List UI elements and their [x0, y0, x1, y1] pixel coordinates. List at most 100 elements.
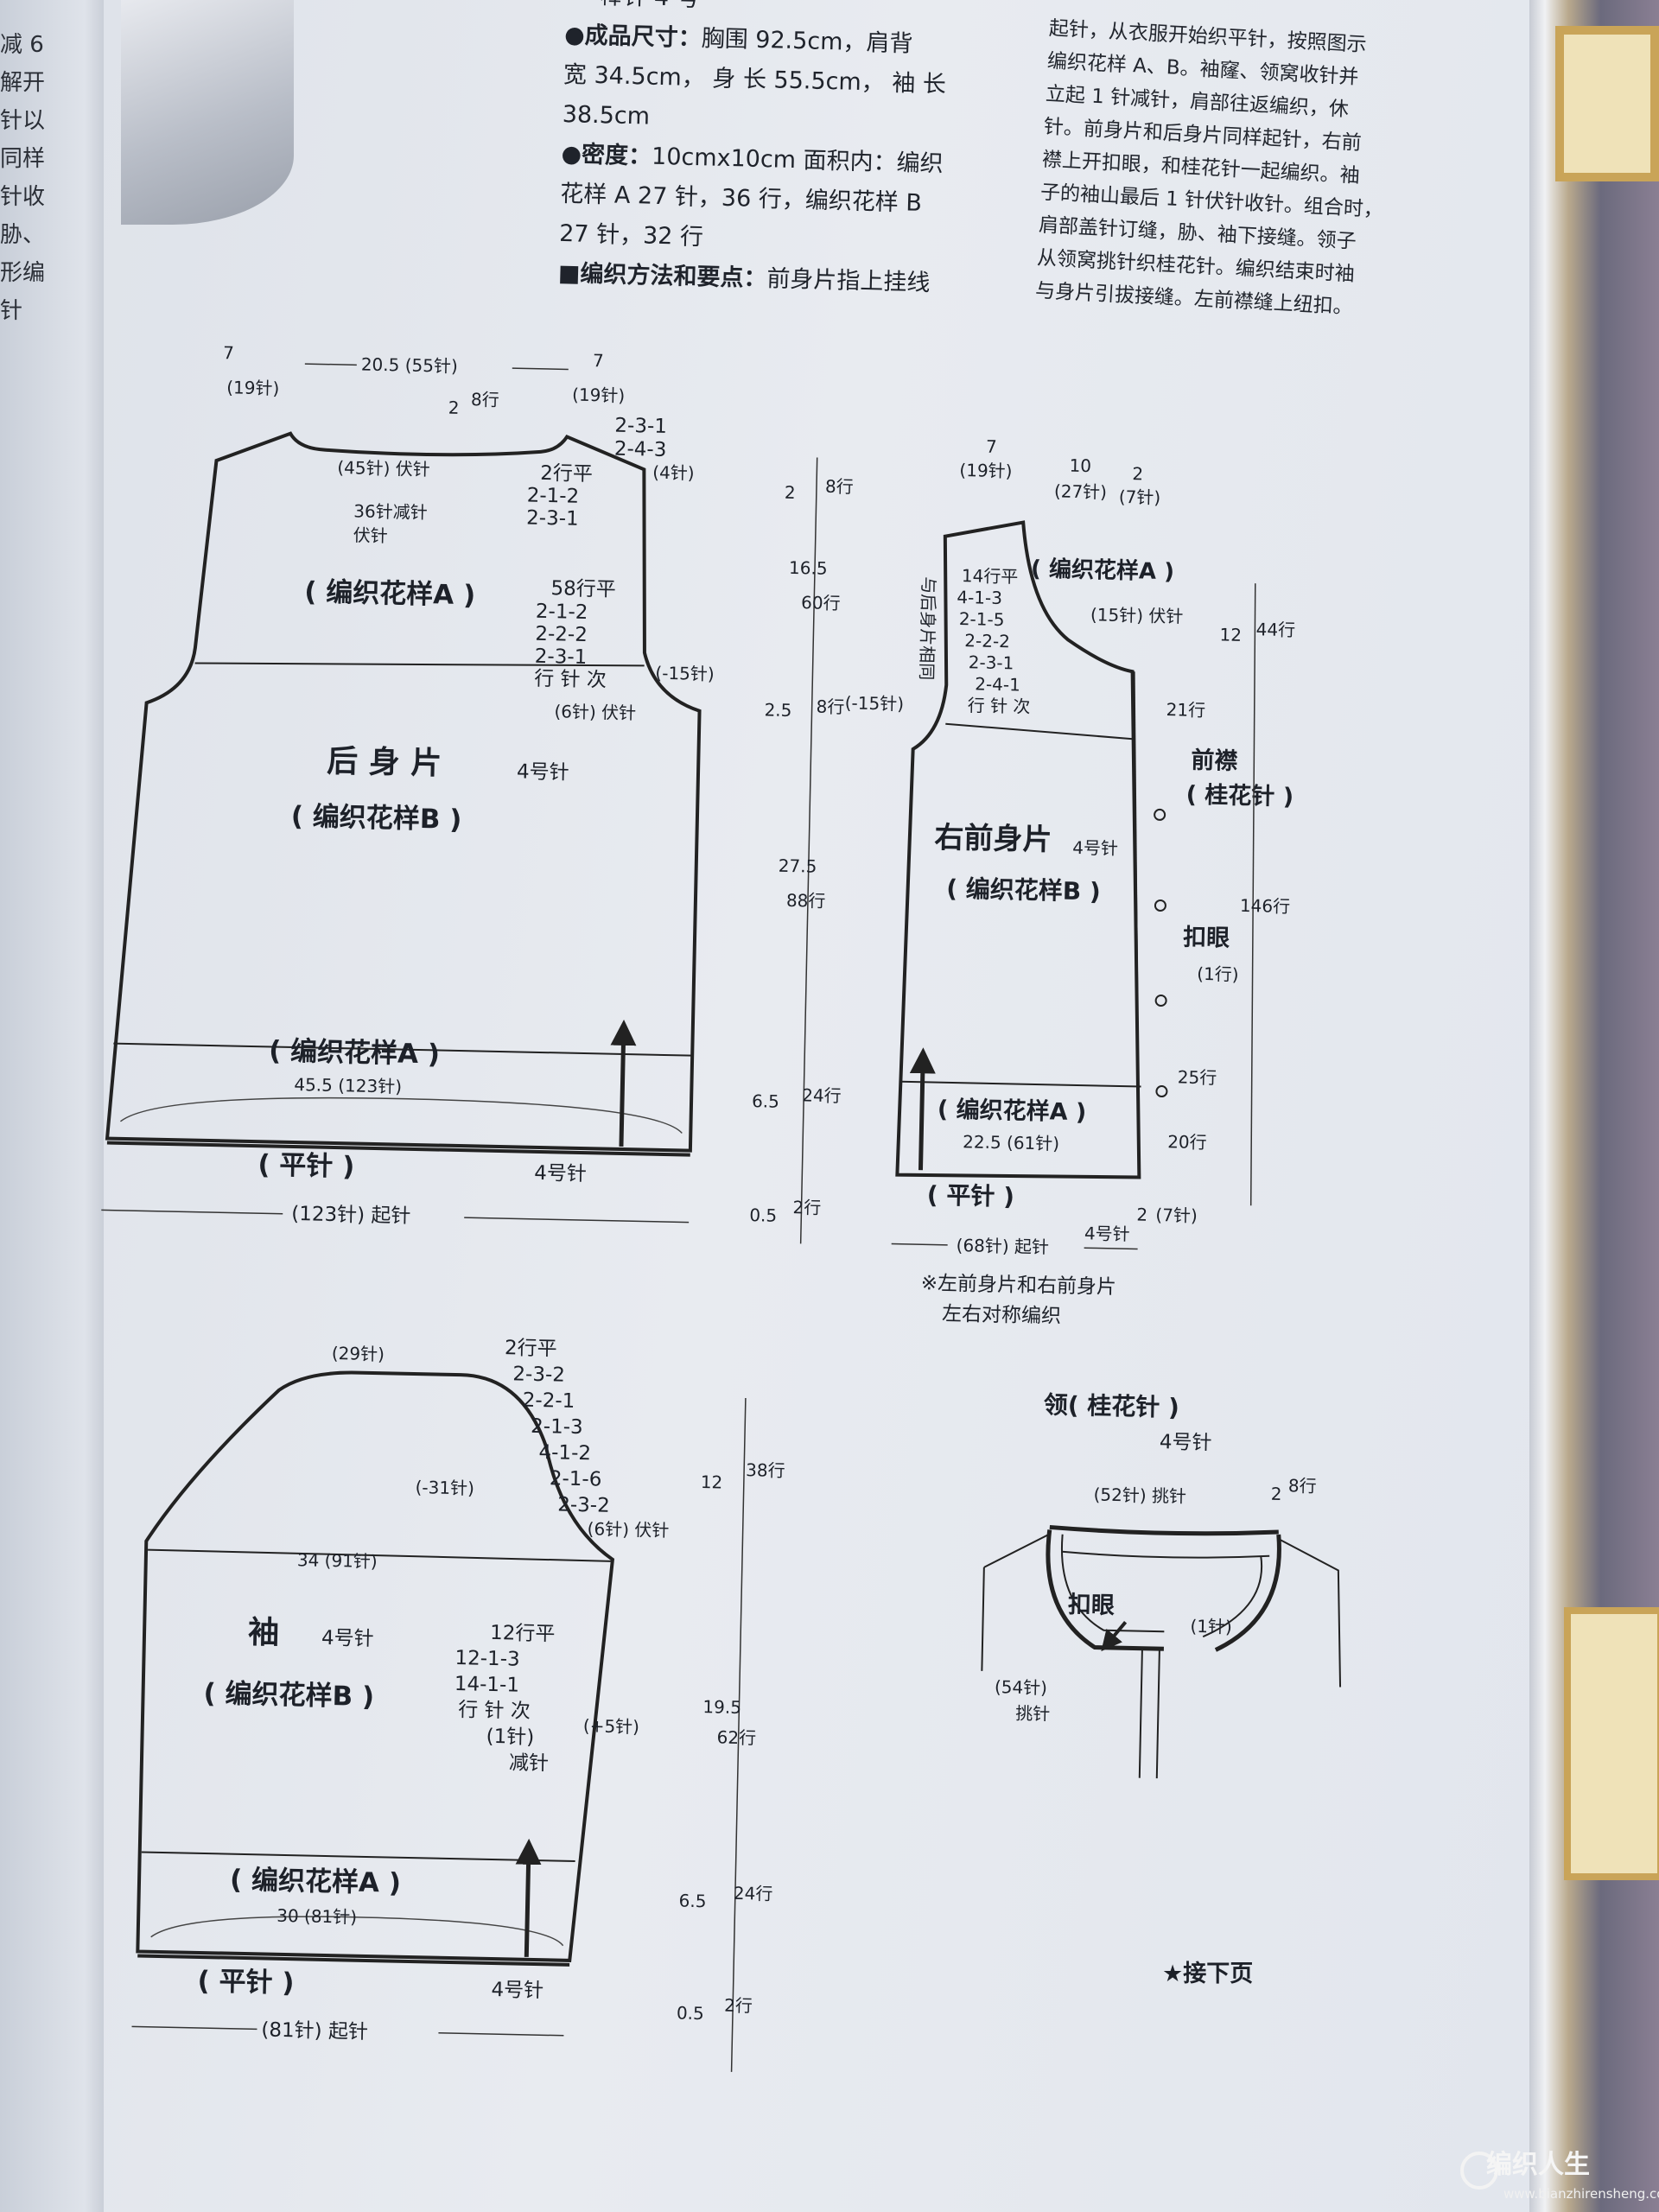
collar-buttonhole-arrow — [1101, 1621, 1128, 1652]
back-neck-width: 20.5 (55针) — [361, 353, 458, 376]
front-band-cm: 2 — [1136, 1204, 1147, 1224]
front-needle: 4号针 — [1072, 837, 1118, 859]
sleeve-body-rows: 62行 — [716, 1726, 756, 1748]
sleeve-width: 30 (81针) — [276, 1905, 357, 1928]
left-page-line: 形编 — [0, 260, 46, 286]
back-shoulder-seq-3: (4针) — [652, 462, 695, 484]
front-band-st: (7针) — [1155, 1205, 1198, 1226]
sleeve-cap-seq-4: 2-1-3 — [531, 1415, 583, 1439]
back-cast-dim-l — [101, 1209, 283, 1215]
sleeve-inc-seq-5: (1针) — [486, 1726, 534, 1749]
continue-next-page: ★接下页 — [1162, 1961, 1254, 1987]
front-shoulder-note: 与后身片相同 — [916, 576, 939, 680]
back-neck-depth: 2 — [448, 397, 460, 418]
sleeve-hem-needle: 4号针 — [491, 1979, 543, 2002]
collar-shoulder-l — [983, 1533, 1051, 1568]
back-arm-seq-5: 行 针 次 — [534, 668, 607, 692]
collar-pickup-front: (54针) — [995, 1676, 1048, 1698]
sleeve-cap-seq-2: 2-3-2 — [512, 1363, 565, 1386]
left-page-line: 减 6 — [0, 32, 44, 58]
collar-diagram: 领( 桂花针 ) 4号针 (52针) 挑针 2 8行 扣眼 (1针) (54针)… — [981, 1390, 1342, 1779]
collar-pickup-back: (52针) 挑针 — [1093, 1484, 1186, 1507]
sleeve-body-cm: 19.5 — [702, 1696, 741, 1718]
front-long-rows: 146行 — [1240, 895, 1291, 917]
left-page-line: 解开 — [0, 70, 46, 96]
sleeve-cap-seq-6: 2-1-6 — [550, 1467, 602, 1491]
front-vdim-line — [1249, 583, 1256, 1206]
back-neck-seq-3: 2-3-1 — [526, 507, 579, 531]
sleeve-cap-seq-5: 4-1-2 — [538, 1441, 591, 1465]
collar-band-r — [1214, 1534, 1281, 1652]
sleeve-hem-curve — [150, 1916, 564, 1947]
front-rib-line — [900, 1080, 1141, 1088]
left-page-line: 针以 — [0, 108, 46, 134]
collar-title: 领( 桂花针 ) — [1043, 1390, 1179, 1421]
sleeve-outline — [136, 1370, 615, 1962]
buttonhole-mark-3 — [1154, 995, 1167, 1007]
vdim-3-cm: 2.5 — [764, 699, 791, 721]
sleeve-inc-seq-6: 减针 — [509, 1751, 550, 1775]
vdim-6-cm: 0.5 — [749, 1205, 777, 1226]
front-neck-seq-6: 2-4-1 — [975, 673, 1020, 695]
front-neck-seq-4: 2-2-2 — [964, 630, 1010, 652]
front-edge: 2 — [1132, 463, 1143, 484]
watermark-text: 编织人生 — [1486, 2150, 1590, 2180]
back-neck-seq-2: 2-1-2 — [526, 485, 579, 508]
vdim-1-rows: 8行 — [825, 476, 854, 498]
back-cast-on-edge — [106, 1141, 690, 1157]
sleeve-hem-cm: 0.5 — [677, 2003, 704, 2024]
back-bind-off: 伏针 — [353, 524, 387, 546]
back-outline — [105, 431, 702, 1153]
sleeve-cap-seq-3: 2-2-1 — [523, 1389, 575, 1413]
vdim-1-cm: 2 — [785, 482, 796, 503]
sleeve-vdim-line — [730, 1398, 747, 2072]
back-bind-center: (45针) 伏针 — [337, 457, 430, 480]
left-page-line: 胁、 — [0, 222, 46, 248]
back-direction-arrow — [610, 1019, 637, 1147]
vdim-3-rows: 8行 — [816, 696, 844, 718]
vdim-4-cm: 27.5 — [779, 855, 817, 877]
watermark-logo-icon — [1460, 2152, 1498, 2190]
back-rib-line — [113, 1042, 693, 1057]
back-shoulder-seq-2: 2-4-3 — [614, 438, 667, 461]
back-arm-seq-4: 2-3-1 — [535, 645, 588, 669]
back-neck-rows: 8行 — [471, 389, 499, 410]
front-neck-seq-5: 2-3-1 — [969, 652, 1014, 673]
back-shoulder-l-cm: 7 — [223, 342, 234, 363]
vdim-3-note: (-15针) — [845, 692, 905, 714]
sleeve-cap-line — [148, 1548, 611, 1562]
back-shoulder-l-st: (19针) — [226, 377, 280, 398]
left-page-line: 同样 — [0, 146, 46, 172]
front-band-seq-2: 25行 — [1178, 1066, 1217, 1088]
sleeve-cap-seq-1: 2行平 — [505, 1337, 557, 1360]
collar-needle: 4号针 — [1160, 1431, 1212, 1454]
back-shoulder-seq-1: 2-3-1 — [614, 415, 667, 438]
sleeve-inc-seq-1: 12行平 — [490, 1622, 556, 1646]
magazine-edge-strip — [1529, 0, 1659, 2212]
sleeve-inc-seq-4: 行 针 次 — [458, 1699, 531, 1723]
front-outline — [895, 520, 1141, 1179]
sleeve-hem-rows: 2行 — [724, 1995, 753, 2017]
vdim-2-rows: 60行 — [801, 592, 841, 613]
collar-band-l — [1046, 1529, 1164, 1651]
front-sh-st: (19针) — [959, 460, 1013, 481]
sleeve-rib-line — [141, 1851, 575, 1863]
watermark-url: www.bianzhirensheng.com — [1503, 2186, 1659, 2202]
back-shoulder-r-st: (19针) — [572, 385, 626, 406]
collar-band-r-inner — [1202, 1555, 1263, 1638]
gold-ornament-lower — [1564, 1607, 1659, 1880]
collar-side-l — [981, 1567, 985, 1671]
sleeve-cast-dim-l — [131, 2025, 257, 2031]
collar-placket-r — [1155, 1649, 1160, 1779]
collar-band-back — [1049, 1524, 1279, 1536]
buttonhole-mark-4 — [1155, 1085, 1168, 1098]
left-page-line: 针 — [0, 298, 23, 324]
collar-band-l-inner — [1060, 1534, 1165, 1633]
back-pattern-a-top: ( 编织花样A ) — [304, 576, 476, 611]
front-sh: 7 — [986, 436, 997, 457]
front-mid-st: (27针) — [1054, 480, 1108, 502]
sleeve-cap-cm: 12 — [701, 1471, 723, 1493]
front-total-rows: 44行 — [1255, 619, 1295, 640]
front-band-seq-3: 20行 — [1167, 1131, 1207, 1153]
